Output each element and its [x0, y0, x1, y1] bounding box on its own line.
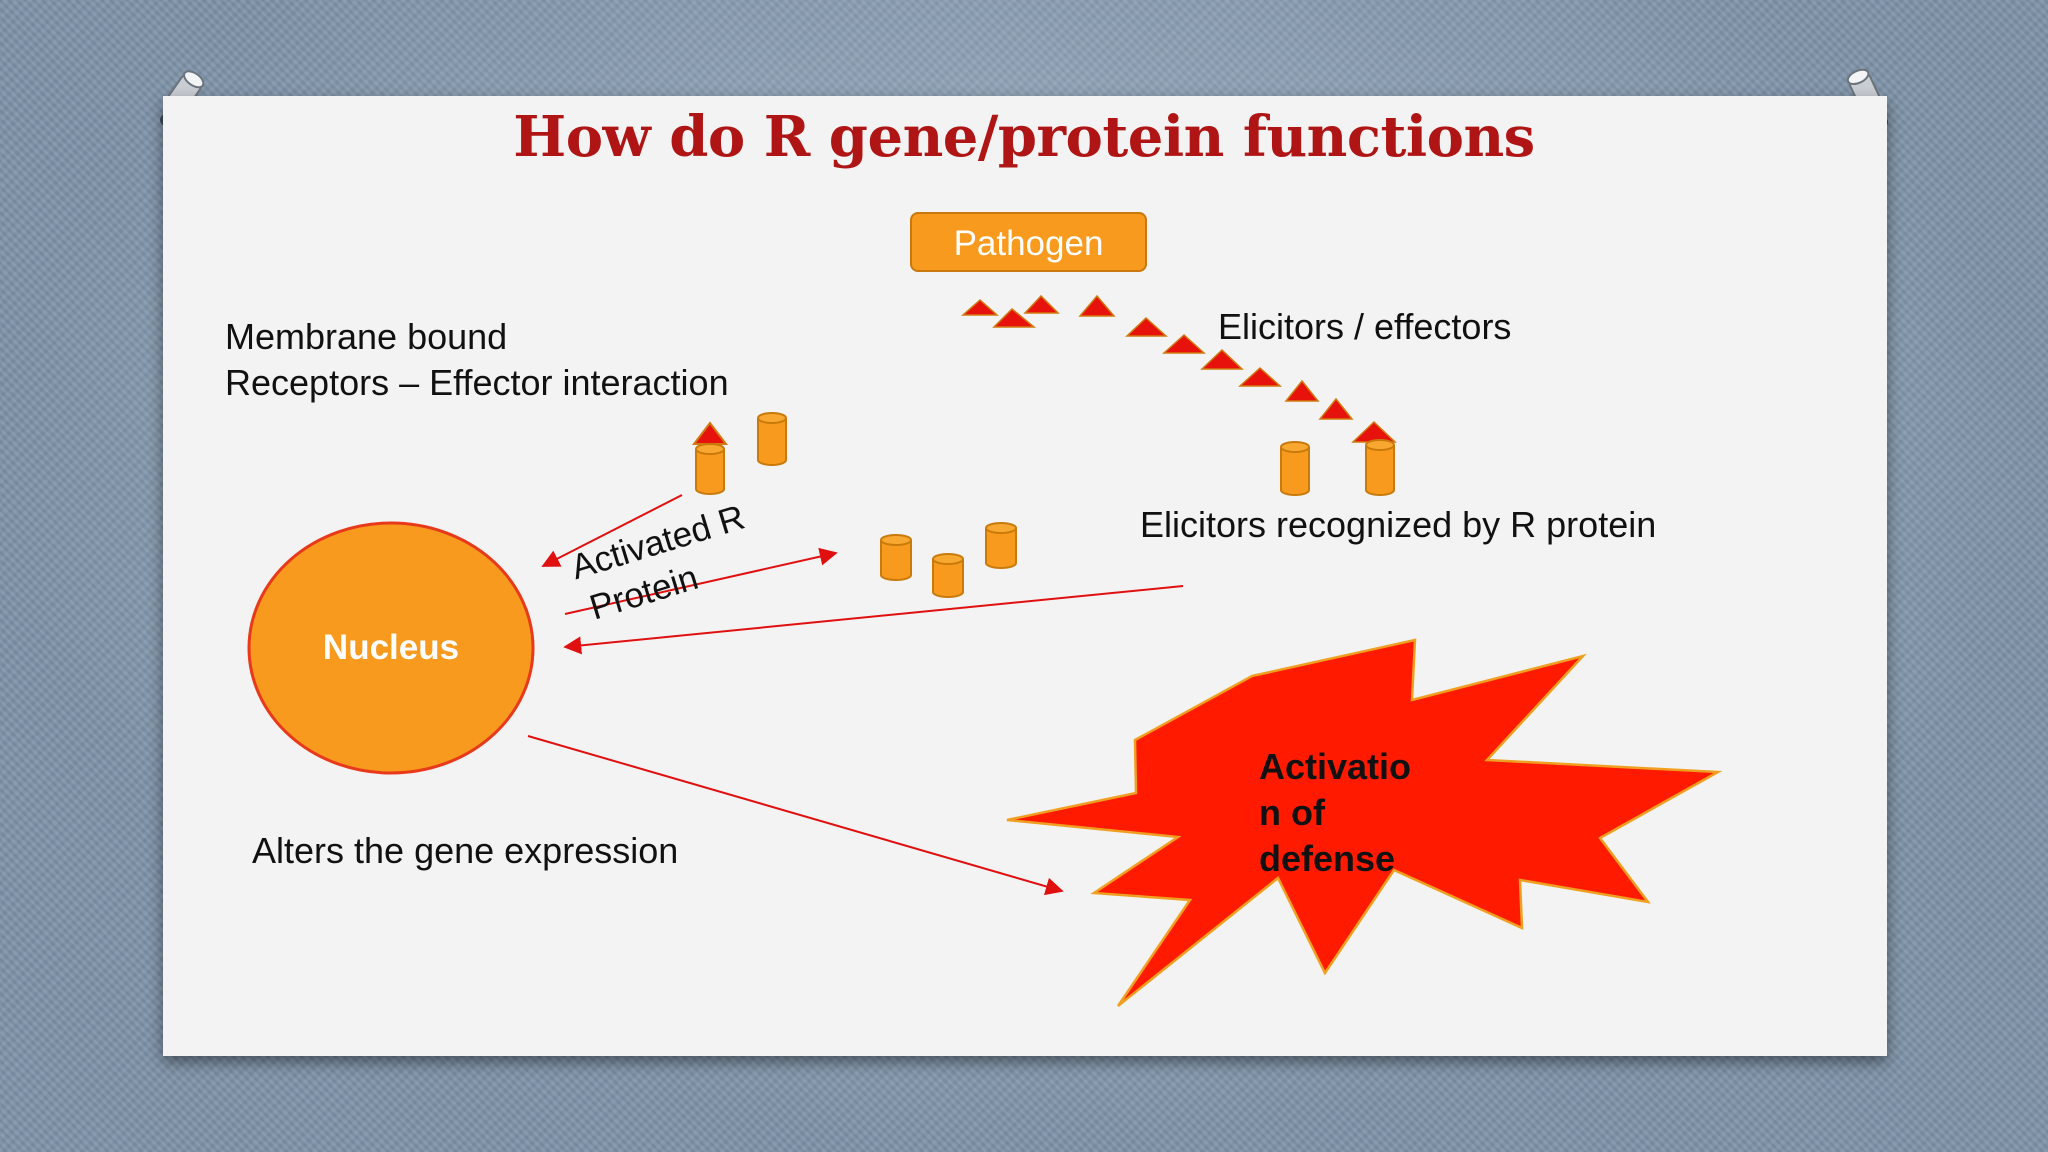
- receptor-cylinder: [932, 553, 964, 598]
- receptor-cylinder: [1365, 439, 1395, 496]
- elicitor-triangle: [961, 298, 999, 316]
- elicitor-triangle: [1238, 366, 1282, 387]
- elicitor-triangle: [1162, 333, 1206, 354]
- activation-line1: Activatio: [1259, 746, 1412, 787]
- receptor-cylinder: [880, 534, 912, 581]
- receptor-cylinder: [757, 412, 787, 466]
- defense-starburst: [1006, 638, 1723, 1007]
- elicitor-triangle: [992, 307, 1037, 328]
- elicitor-triangle: [1125, 316, 1168, 337]
- arrow-to-membrane-receptors: [564, 547, 838, 615]
- slide-title: How do R gene/protein functions: [513, 104, 1535, 170]
- elicitor-triangle: [1200, 348, 1244, 370]
- elicitor-triangle: [1023, 294, 1060, 314]
- nucleus-label: Nucleus: [322, 628, 460, 667]
- arrow-receptor-to-nucleus: [541, 494, 683, 567]
- elicitor-triangle: [1078, 294, 1116, 317]
- receptor-cylinder: [985, 522, 1017, 569]
- elicitors-recognized-label: Elicitors recognized by R protein: [1140, 504, 1657, 545]
- arrow-elicitors-to-nucleus: [563, 585, 1184, 655]
- alters-gene-expression-label: Alters the gene expression: [252, 830, 679, 871]
- r-protein-cylinders: [691, 412, 1395, 598]
- pathogen-box: Pathogen: [910, 212, 1147, 272]
- activation-line2: n of: [1259, 792, 1325, 833]
- receptor-cylinder: [691, 421, 729, 495]
- elicitor-triangle: [1318, 397, 1354, 420]
- membrane-label-line2: Receptors – Effector interaction: [225, 362, 729, 403]
- activation-of-defense-label: Activatio n of defense: [1259, 744, 1411, 882]
- activation-line3: defense: [1259, 838, 1396, 879]
- membrane-label-line1: Membrane bound: [225, 316, 508, 357]
- nucleus-circle: [247, 521, 535, 775]
- elicitor-triangle: [1351, 420, 1397, 443]
- arrow-nucleus-to-defense: [527, 735, 1064, 896]
- receptor-cylinder: [1280, 441, 1310, 496]
- elicitors-effectors-label: Elicitors / effectors: [1218, 306, 1512, 347]
- elicitor-triangle: [1284, 379, 1320, 402]
- elicitor-triangles: [961, 294, 1397, 443]
